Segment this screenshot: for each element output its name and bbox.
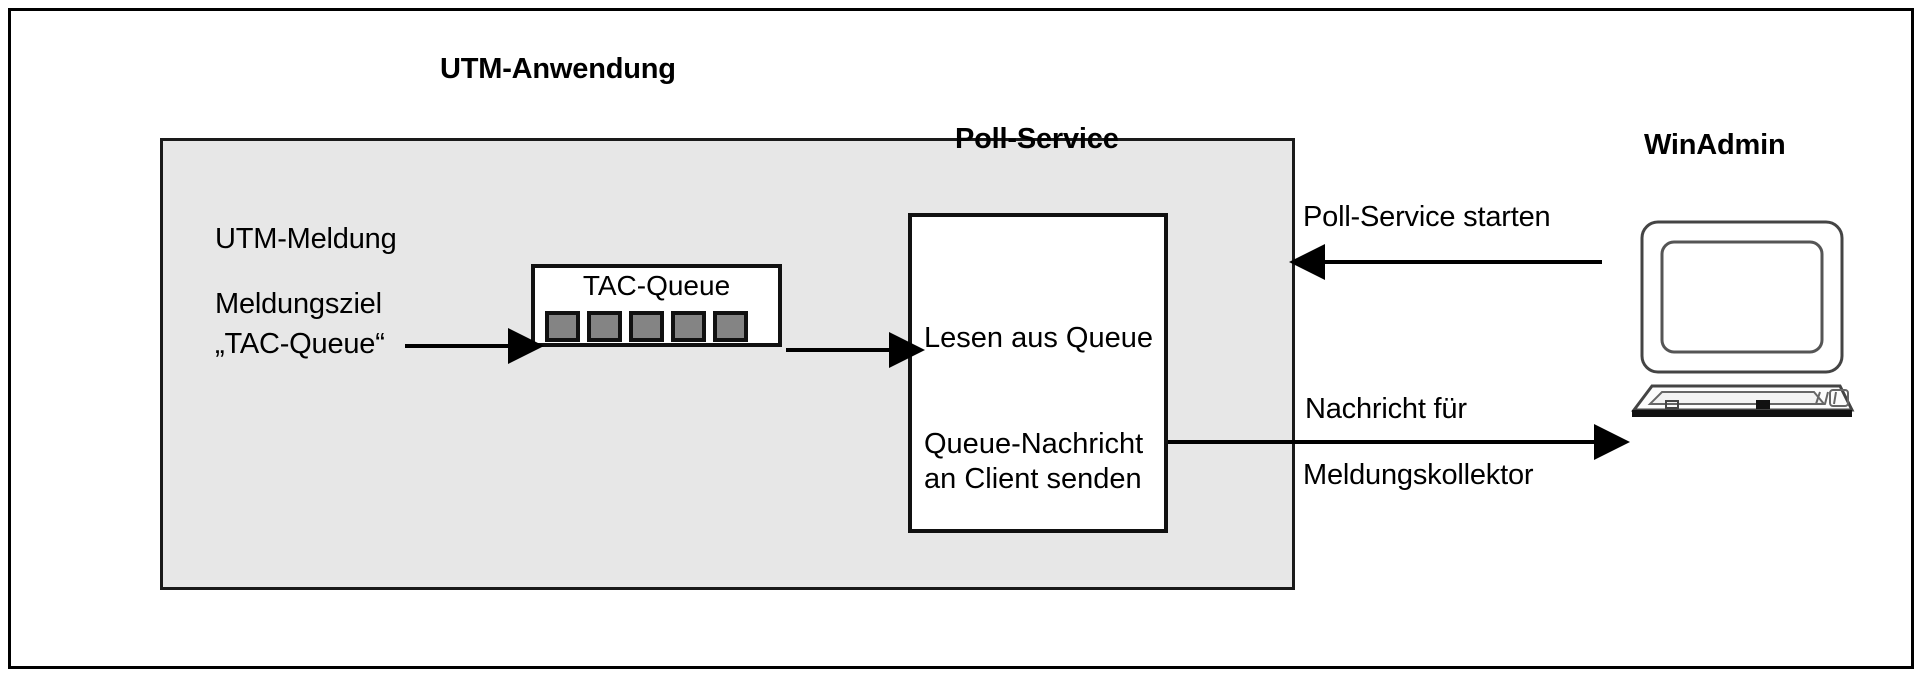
tac-queue-box: TAC-Queue <box>531 264 782 347</box>
message-for-label: Nachricht für <box>1305 393 1467 425</box>
message-target-value: „TAC-Queue“ <box>215 328 385 360</box>
poll-service-box: Lesen aus Queue Queue-Nachricht an Clien… <box>908 213 1168 533</box>
message-target-label: Meldungsziel <box>215 288 382 320</box>
queue-slot <box>587 311 622 342</box>
queue-slot <box>545 311 580 342</box>
poll-service-title: Poll-Service <box>955 123 1119 155</box>
poll-service-send-line-a: Queue-Nachricht <box>924 428 1144 460</box>
tac-queue-slot-group <box>545 311 748 342</box>
queue-slot <box>629 311 664 342</box>
start-poll-service-arrow-label: Poll-Service starten <box>1303 201 1551 233</box>
poll-service-read-from-queue-label: Lesen aus Queue <box>924 322 1153 354</box>
poll-service-send-line-b: an Client senden <box>924 463 1142 496</box>
tac-queue-label: TAC-Queue <box>582 270 731 301</box>
poll-service-send-to-client-label: Queue-Nachricht an Client senden <box>924 427 1143 498</box>
winadmin-title: WinAdmin <box>1644 129 1786 161</box>
utm-application-title: UTM-Anwendung <box>440 53 676 85</box>
message-collector-label: Meldungskollektor <box>1303 459 1534 491</box>
queue-slot <box>713 311 748 342</box>
computer-monitor-keyboard-icon <box>1631 220 1855 417</box>
utm-message-label: UTM-Meldung <box>215 223 397 255</box>
queue-slot <box>671 311 706 342</box>
